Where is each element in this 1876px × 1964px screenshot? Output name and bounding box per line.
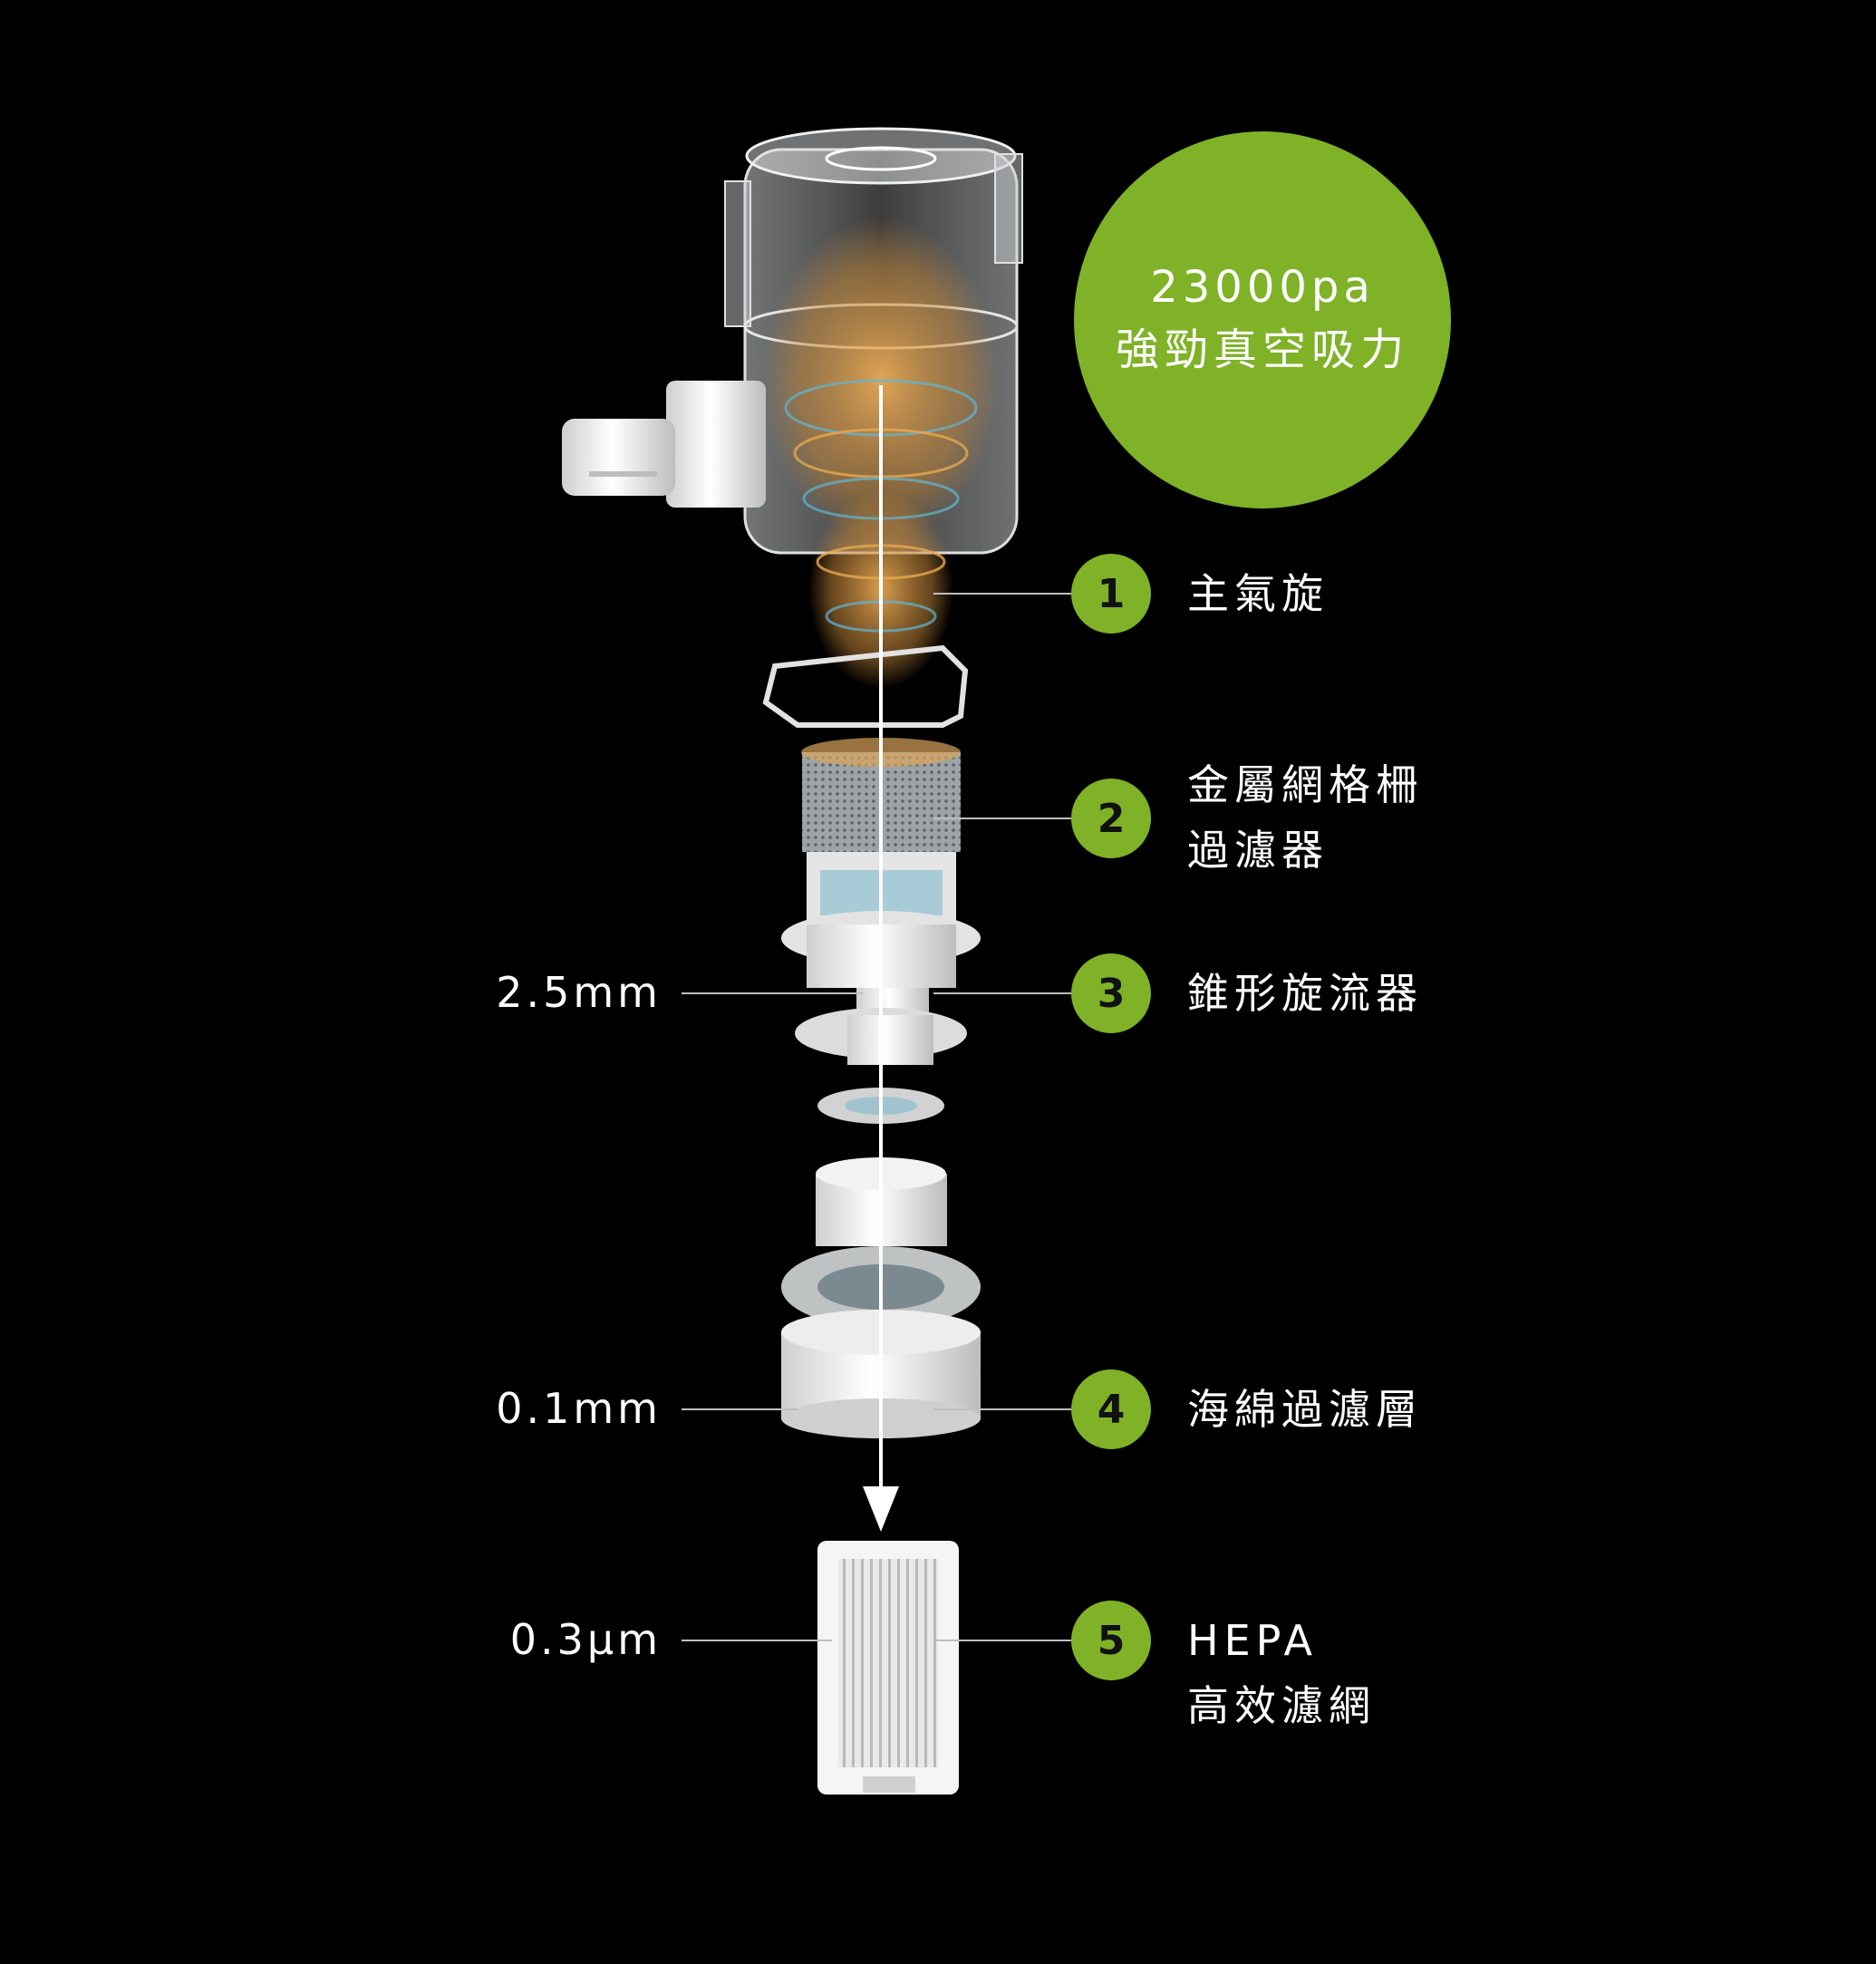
component-label-3: 錐形旋流器	[1187, 961, 1423, 1026]
suction-value: 23000pa	[1150, 262, 1375, 314]
component-number-2: 2	[1071, 779, 1151, 858]
component-number-1: 1	[1071, 554, 1151, 634]
component-label-1: 主氣旋	[1187, 561, 1329, 626]
component-label-line: 錐形旋流器	[1187, 969, 1423, 1018]
component-number-3: 3	[1071, 953, 1151, 1033]
component-label-2: 金屬網格柵 過濾器	[1187, 752, 1423, 883]
component-label-line: 金屬網格柵	[1187, 760, 1423, 809]
component-label-4: 海綿過濾層	[1187, 1377, 1423, 1442]
suction-badge: 23000pa 強勁真空吸力	[1074, 131, 1451, 508]
component-number-5: 5	[1071, 1601, 1151, 1680]
hepa-filter	[817, 1541, 959, 1795]
size-callout-2: 0.1mm	[496, 1384, 662, 1433]
size-callout-3: 0.3µm	[509, 1615, 662, 1664]
component-label-line: HEPA	[1187, 1616, 1318, 1665]
component-label-line: 主氣旋	[1187, 569, 1329, 618]
side-inlet	[562, 381, 766, 508]
airflow-arrow-head	[863, 1486, 899, 1532]
component-label-line: 高效濾網	[1187, 1681, 1376, 1730]
gasket-ring	[762, 644, 969, 728]
component-label-5: HEPA 高效濾網	[1187, 1608, 1376, 1738]
cyclone-canister	[724, 127, 1023, 689]
component-label-line: 過濾器	[1187, 826, 1329, 875]
suction-caption: 強勁真空吸力	[1115, 324, 1409, 375]
component-label-line: 海綿過濾層	[1187, 1385, 1423, 1434]
size-callout-1: 2.5mm	[496, 968, 662, 1017]
component-number-4: 4	[1071, 1369, 1151, 1449]
